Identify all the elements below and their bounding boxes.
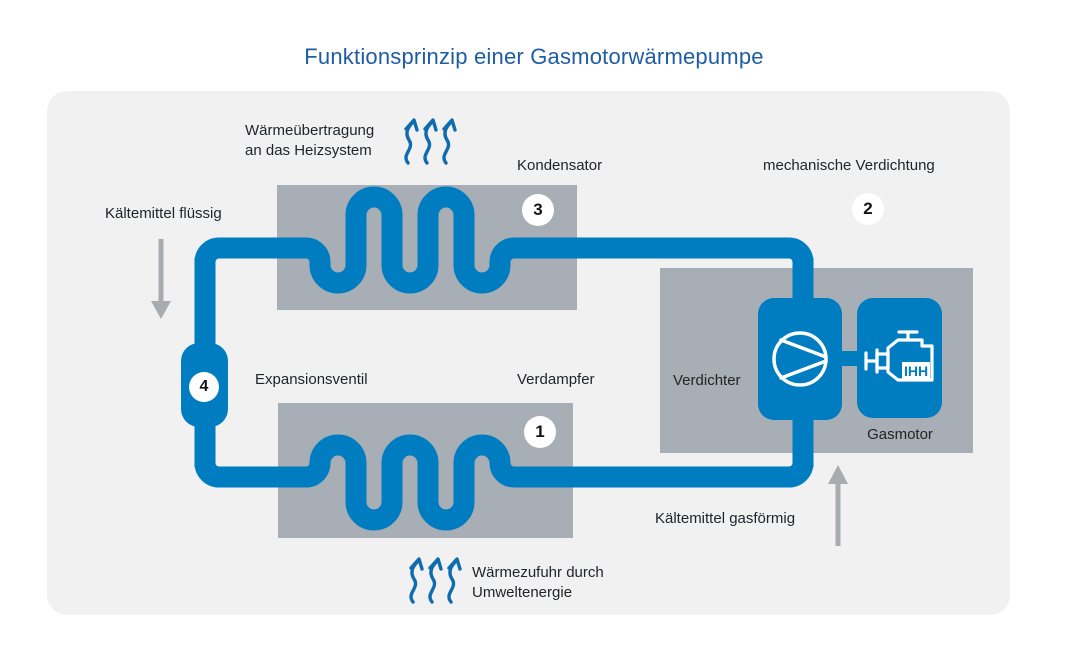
compressor-label: Verdichter [673, 372, 741, 389]
step-badge-expansion-valve: 4 [189, 372, 219, 402]
refrigerant-liquid-label: Kältemittel flüssig [105, 205, 222, 222]
arrow-up-gas [828, 465, 848, 546]
step-badge-evaporator: 1 [524, 416, 556, 448]
gasmotor-box [857, 298, 942, 418]
refrigerant-gas-label: Kältemittel gasförmig [655, 510, 796, 527]
expansion-valve-label: Expansionsventil [255, 371, 368, 388]
engine-cylinders-glyph: IHH [904, 363, 928, 379]
pipe-condenser-coil [194, 186, 814, 294]
compressor-icon [772, 331, 828, 387]
page-title: Funktionsprinzip einer Gasmotorwärmepump… [304, 44, 764, 69]
heat-input-arrows-icon [409, 557, 462, 604]
mechanical-compression-label: mechanische Verdichtung [763, 157, 935, 174]
drive-shaft-connector [838, 351, 861, 366]
step-badge-condenser: 3 [522, 194, 554, 226]
gasmotor-label: Gasmotor [867, 426, 933, 443]
step-badge-compression: 2 [852, 193, 884, 225]
evaporator-label: Verdampfer [517, 371, 595, 388]
arrow-down-liquid [151, 239, 171, 319]
heat-output-arrows-icon [404, 118, 457, 165]
heat-output-label: Wärmeübertragung an das Heizsystem [245, 122, 375, 159]
compressor-box [758, 298, 842, 420]
condenser-label: Kondensator [517, 157, 603, 174]
heat-input-label: Wärmezufuhr durch Umweltenergie [472, 564, 604, 601]
pipe-evaporator-coil [194, 434, 814, 531]
engine-icon: IHH [864, 330, 934, 382]
